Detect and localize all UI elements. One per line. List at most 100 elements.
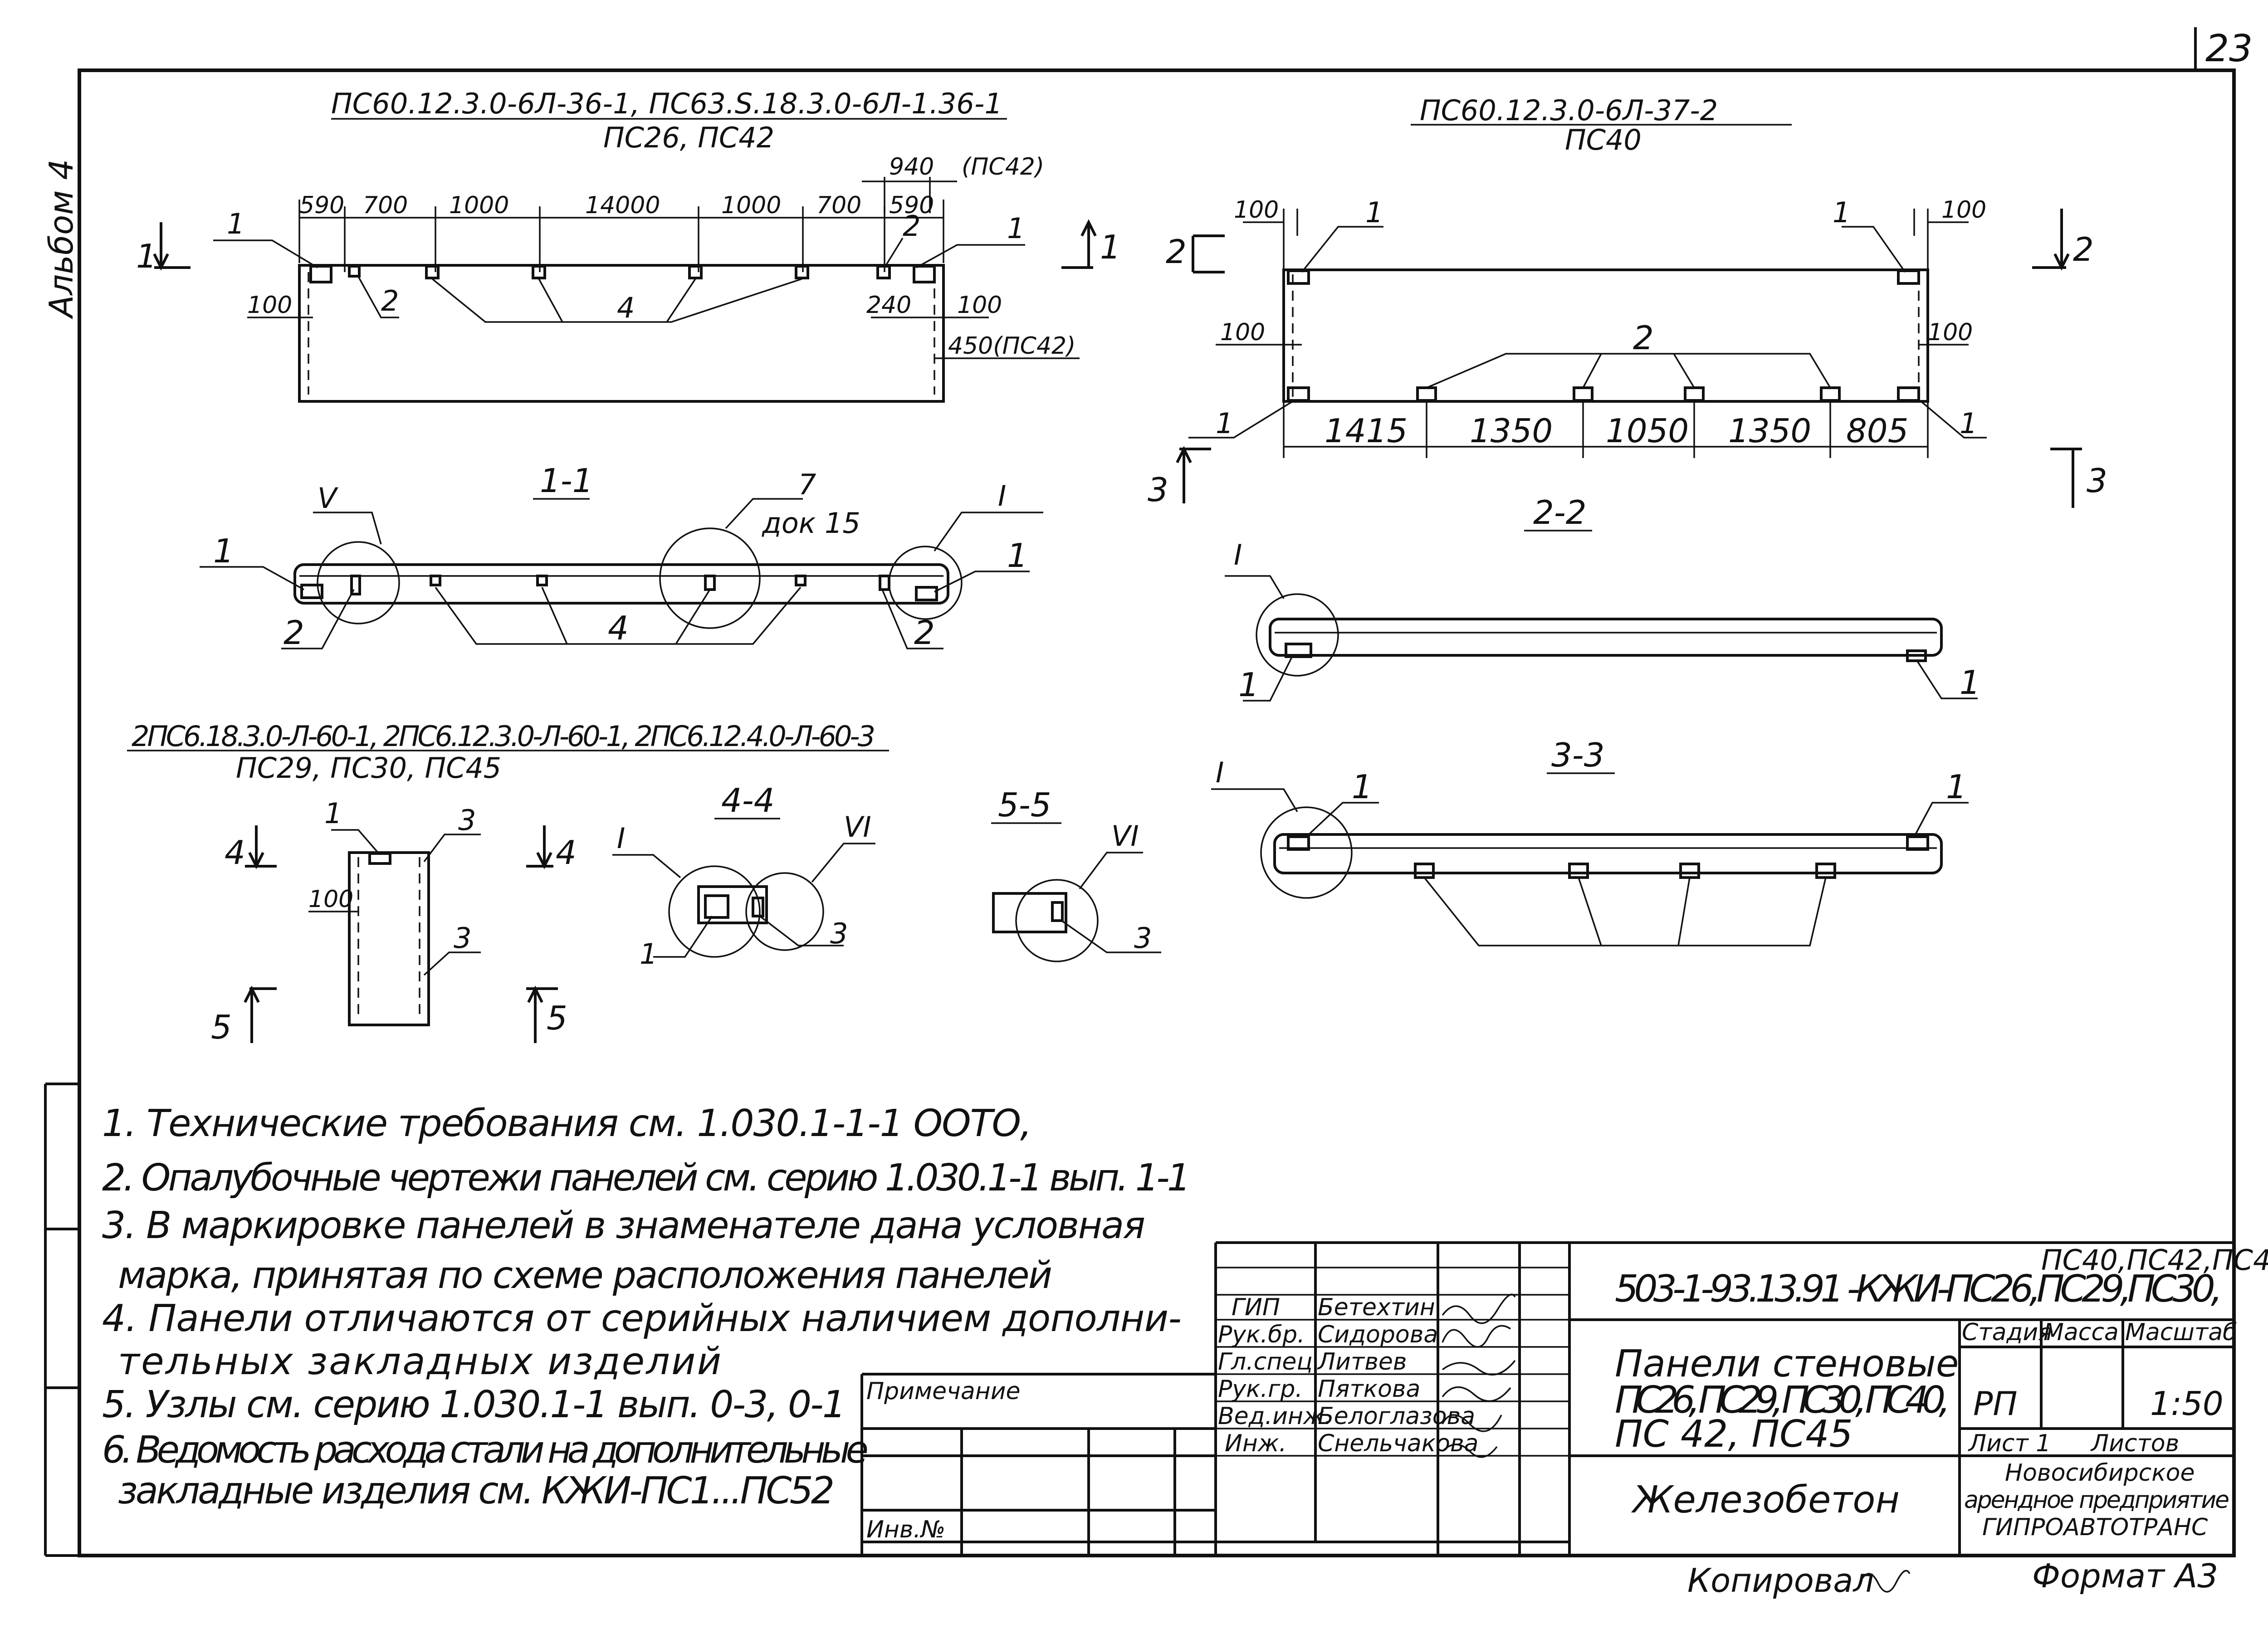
leader-4-top: 4: [617, 291, 635, 324]
mass-header: Масса: [2043, 1319, 2119, 1346]
node-i-label-44: I: [617, 822, 625, 855]
section-5-5-title: 5-5: [998, 786, 1051, 824]
note-1: 1. Технические требования см. 1.030.1-1-…: [102, 1102, 1032, 1145]
note-3: 3. В маркировке панелей в знаменателе да…: [102, 1204, 1145, 1247]
section-1-1-title: 1-1: [540, 462, 593, 500]
album-label: Альбом 4: [42, 159, 80, 319]
dim-1000-right: 1000: [721, 192, 781, 219]
leader-3-s44: 3: [830, 917, 848, 950]
panel-ps29-plan: 2ПС6.18.3.0-Л-60-1, 2ПС6.12.3.0-Л-60-1, …: [127, 720, 889, 1046]
signer-role-5: Вед.инж.: [1218, 1403, 1332, 1430]
section-4-4-title: 4-4: [721, 781, 775, 819]
note-3-cont: марка, принятая по схеме расположения па…: [118, 1254, 1052, 1297]
section-mark-3-right: 3: [2087, 462, 2107, 500]
stage-value: РП: [1973, 1385, 2018, 1423]
dim-100-tr: 100: [1941, 196, 1986, 224]
node-doc-label: док 15: [762, 507, 860, 540]
signer-name-2: Сидорова: [1318, 1321, 1438, 1348]
leader-4-section: 4: [608, 609, 629, 647]
section-4-4: 4-4 I VI 1 3: [612, 781, 875, 971]
leader-3-ps29-bottom: 3: [454, 922, 471, 955]
dim-450: 450(ПС42): [948, 332, 1075, 360]
dim-100-left: 100: [247, 292, 292, 319]
drawing-frame: [78, 68, 2236, 1557]
scale-header: Масштаб: [2125, 1319, 2237, 1346]
section-mark-4-right: 4: [556, 834, 577, 872]
org-line-3: ГИПРОАВТОТРАНС: [1982, 1514, 2208, 1541]
stage-header: Стадия: [1962, 1319, 2053, 1346]
panel-ps26-plan: ПС60.12.3.0-6Л-36-1, ПС63.S.18.3.0-6Л-1.…: [136, 87, 1121, 403]
leader-1-right-top: 1: [1007, 212, 1025, 245]
org-line-2: арендное предприятие: [1964, 1487, 2229, 1514]
title-ps40-line2: ПС40: [1565, 123, 1642, 156]
node-vi-label-44: VI: [844, 810, 871, 844]
title-ps29-line2: ПС29, ПС30, ПС45: [236, 751, 501, 785]
org-line-1: Новосибирское: [2005, 1459, 2195, 1487]
title-ps26-line1: ПС60.12.3.0-6Л-36-1, ПС63.S.18.3.0-6Л-1.…: [331, 87, 1002, 120]
copied-label: Копировал: [1687, 1561, 1874, 1600]
dim-1000-left: 1000: [449, 192, 509, 219]
section-1-1: 1-1 4 1 2 2 1 V 7 док 15 I: [200, 462, 1043, 652]
note-label: Примечание: [866, 1378, 1021, 1405]
signature-4: [1442, 1386, 1511, 1402]
leader-2-section-right: 2: [914, 614, 935, 652]
dim-240: 240: [866, 292, 911, 319]
leader-2-section-left: 2: [284, 614, 304, 652]
dim-1350-left: 1350: [1470, 412, 1553, 450]
section-mark-4-left: 4: [225, 834, 245, 872]
leader-1-section-left: 1: [213, 532, 234, 570]
node-i-label-33: I: [1216, 756, 1224, 789]
title-ps40-line1: ПС60.12.3.0-6Л-37-2: [1420, 94, 1718, 127]
node-i-label-22: I: [1234, 538, 1242, 571]
dim-100-ml: 100: [1220, 319, 1265, 346]
leader-1-ps40-tr: 1: [1833, 196, 1850, 229]
doc-code-sup: ПС40,ПС42,ПС45: [2041, 1244, 2268, 1277]
leader-3-ps29-top: 3: [458, 804, 476, 837]
note-pc42-top: (ПС42): [962, 153, 1044, 180]
section-2-2: 2-2 I 1 1: [1225, 493, 1980, 704]
note-6: 6. Ведомость расхода стали на дополнител…: [102, 1429, 869, 1472]
title-ps29-line1: 2ПС6.18.3.0-Л-60-1, 2ПС6.12.3.0-Л-60-1, …: [132, 720, 875, 753]
page-number: 23: [2205, 27, 2253, 70]
section-3-3-title: 3-3: [1551, 736, 1605, 774]
leader-2-ps40: 2: [1633, 319, 1654, 357]
leader-1-ps29: 1: [324, 797, 342, 830]
signer-name-3: Литвев: [1317, 1348, 1407, 1375]
leader-1-s44: 1: [640, 937, 657, 971]
sheet-label: Лист 1: [1968, 1430, 2051, 1457]
node-7-label: 7: [798, 468, 816, 501]
dim-100-mr: 100: [1928, 319, 1973, 346]
section-mark-3-left: 3: [1148, 471, 1168, 509]
leader-1-section-right: 1: [1007, 537, 1028, 575]
leader-2-right-top: 2: [903, 210, 920, 243]
section-mark-5-left: 5: [211, 1008, 232, 1046]
note-4-cont: тельных закладных изделий: [118, 1340, 721, 1383]
dim-100-ps29: 100: [308, 886, 353, 913]
stamp-material: Железобетон: [1631, 1478, 1900, 1522]
section-mark-2-right: 2: [2073, 230, 2094, 268]
leader-1-left-top: 1: [227, 207, 244, 240]
section-mark-1-left: 1: [136, 237, 157, 275]
title-block: ГИП Бетехтин Рук.бр. Сидорова Гл.спец. Л…: [860, 1241, 2268, 1556]
stamp-title-3: ПС 42, ПС45: [1615, 1413, 1853, 1456]
signer-name-1: Бетехтин: [1318, 1294, 1435, 1321]
leader-3-s55: 3: [1134, 922, 1152, 955]
doc-code: 503-1-93.13.91 -КЖИ-ПС26,ПС29,ПС30,: [1615, 1268, 2223, 1311]
dim-1415: 1415: [1325, 412, 1408, 450]
sheets-label: Листов: [2090, 1430, 2179, 1457]
signer-role-3: Гл.спец.: [1218, 1348, 1320, 1375]
leader-1-s22-left: 1: [1238, 666, 1259, 704]
dim-700-right: 700: [816, 192, 861, 219]
dim-805: 805: [1846, 412, 1908, 450]
copier-signature: [1859, 1570, 1911, 1593]
leader-1-s22-right: 1: [1960, 663, 1980, 702]
signer-name-5: Белоглазова: [1318, 1403, 1475, 1430]
note-5: 5. Узлы см. серию 1.030.1-1 вып. 0-3, 0-…: [102, 1383, 846, 1426]
node-vi-label-55: VI: [1111, 819, 1139, 853]
dim-590-left: 590: [299, 192, 344, 219]
section-5-5: 5-5 VI 3: [991, 786, 1161, 962]
dim-590-right: 590: [889, 192, 934, 219]
section-mark-2-left: 2: [1166, 233, 1187, 271]
signature-2: [1442, 1325, 1511, 1348]
